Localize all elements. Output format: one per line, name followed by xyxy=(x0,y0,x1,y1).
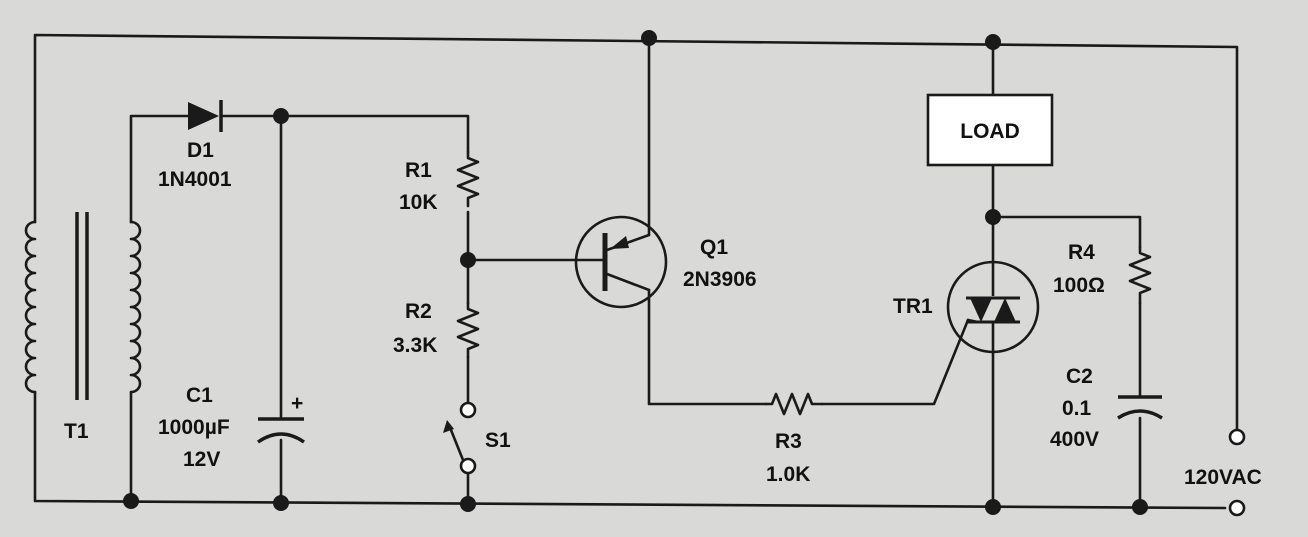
junction-dot xyxy=(985,209,1001,225)
wire-r3-to-gate xyxy=(820,318,970,406)
r1-value-label: 10K xyxy=(399,191,438,214)
ac-supply-label: 120VAC xyxy=(1184,466,1262,489)
d1-ref-label: D1 xyxy=(187,139,214,162)
junction-dot xyxy=(460,252,476,268)
secondary-winding xyxy=(129,220,142,394)
junction-dot xyxy=(123,493,139,509)
resistor-r4: R4 100Ω xyxy=(1053,241,1152,305)
r1-ref-label: R1 xyxy=(405,159,432,182)
s1-ref-label: S1 xyxy=(485,429,511,452)
wire-top-rail xyxy=(33,33,1239,434)
junction-dot xyxy=(1132,499,1148,515)
tr1-triangle-down xyxy=(970,298,992,322)
transistor-q1: Q1 2N3906 xyxy=(574,215,757,309)
r4-value-label: 100Ω xyxy=(1053,274,1105,297)
q1-emitter-arrow xyxy=(610,236,629,249)
resistor-r2: R2 3.3K xyxy=(393,300,480,359)
load-rect xyxy=(926,93,1054,167)
c2-plate-bottom xyxy=(1117,409,1163,420)
ac-terminal-top xyxy=(1228,428,1246,446)
primary-winding xyxy=(24,220,37,394)
q1-value-label: 2N3906 xyxy=(683,268,757,291)
wire-snubber-top xyxy=(991,215,1142,249)
load-box: LOAD xyxy=(926,93,1054,167)
q1-collector-lead xyxy=(605,272,651,292)
junction-dot xyxy=(641,30,657,46)
ac-terminal-bottom xyxy=(1228,499,1246,517)
c2-ref-label: C2 xyxy=(1066,365,1093,388)
wire-diode-to-r1 xyxy=(220,114,470,154)
triac-tr1: TR1 xyxy=(893,260,1040,354)
c2-voltage-label: 400V xyxy=(1050,428,1099,451)
r2-value-label: 3.3K xyxy=(393,334,437,357)
wires xyxy=(33,33,1239,510)
c1-polarity-mark: + xyxy=(291,392,303,415)
junction-dot xyxy=(273,495,289,511)
r3-zigzag xyxy=(764,392,824,416)
tr1-ref-label: TR1 xyxy=(893,295,933,318)
capacitor-c1: + C1 1000µF 12V xyxy=(158,384,305,471)
junction-dots xyxy=(123,30,1148,515)
junction-dot xyxy=(460,496,476,512)
c2-value-label: 0.1 xyxy=(1062,397,1092,420)
q1-ref-label: Q1 xyxy=(700,236,728,259)
r4-zigzag xyxy=(1128,245,1152,305)
r2-zigzag xyxy=(456,301,480,359)
junction-dot xyxy=(985,34,1001,50)
c1-plate-negative xyxy=(257,432,305,444)
capacitor-c2: C2 0.1 400V xyxy=(1050,365,1163,451)
load-label: LOAD xyxy=(960,120,1020,143)
tr1-gate-lead xyxy=(966,318,980,324)
r3-ref-label: R3 xyxy=(775,430,802,453)
tr1-triangle-up xyxy=(994,298,1016,322)
t1-ref-label: T1 xyxy=(64,420,89,443)
transformer-t1: T1 xyxy=(24,212,142,443)
d1-value-label: 1N4001 xyxy=(158,168,232,191)
s1-terminal-top xyxy=(459,401,477,419)
s1-terminal-bottom xyxy=(459,457,477,475)
switch-s1: S1 xyxy=(443,401,511,475)
junction-dot xyxy=(985,499,1001,515)
junction-dot xyxy=(273,108,289,124)
c1-value-label: 1000µF xyxy=(158,416,230,439)
s1-lever-arrow xyxy=(443,420,454,433)
ac-supply: 120VAC xyxy=(1184,428,1262,517)
wire-collector-to-r3 xyxy=(647,288,768,406)
diode-d1: D1 1N4001 xyxy=(158,100,232,191)
s1-lever xyxy=(447,423,465,462)
diode-d1-anode-triangle xyxy=(188,102,219,130)
r3-value-label: 1.0K xyxy=(766,463,810,486)
r2-ref-label: R2 xyxy=(405,300,432,323)
r4-ref-label: R4 xyxy=(1068,241,1095,264)
r1-zigzag xyxy=(456,150,480,208)
wire-secondary-to-diode xyxy=(129,114,190,224)
q1-body-circle xyxy=(574,215,668,309)
c1-ref-label: C1 xyxy=(186,384,213,407)
wire-bottom-rail xyxy=(33,390,1227,510)
resistor-r1: R1 10K xyxy=(399,150,480,214)
resistor-r3: R3 1.0K xyxy=(764,392,824,486)
c1-voltage-label: 12V xyxy=(183,448,220,471)
